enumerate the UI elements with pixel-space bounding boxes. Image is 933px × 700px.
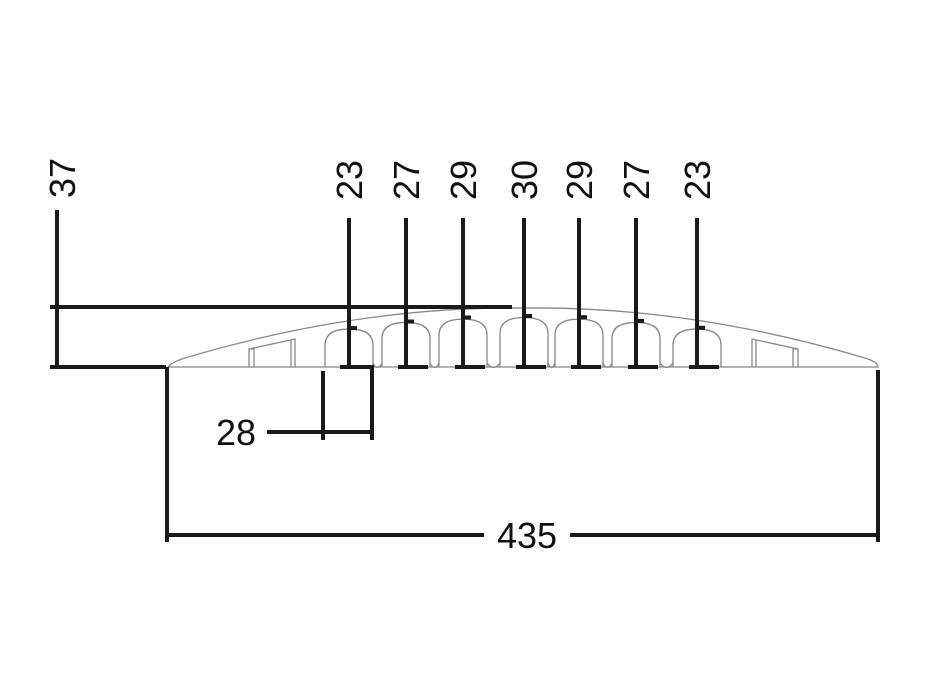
channel-height-dim: 29: [443, 160, 485, 369]
width-dimension: 435: [165, 367, 880, 556]
channel-height-dim: 23: [329, 160, 371, 369]
channel-height-label: 29: [559, 160, 600, 200]
channel-height-label: 23: [677, 160, 718, 200]
right-cavity: [751, 338, 799, 367]
channel-divider: [659, 362, 674, 369]
channel-height-dim: 27: [386, 160, 428, 369]
channel-height-label: 23: [329, 160, 370, 200]
channel-divider: [486, 362, 501, 369]
channel-height-label: 27: [386, 160, 427, 200]
channel-height-dim: 30: [504, 160, 546, 369]
channel-width-dimension: 28: [216, 365, 374, 453]
channel-height-dimensions: 23 27 29 30 29 27 23: [329, 160, 719, 369]
left-cavity: [248, 338, 296, 367]
channel-divider: [602, 362, 613, 369]
channel-height-label: 29: [443, 160, 484, 200]
channel-height-dim: 29: [559, 160, 601, 369]
channel-divider: [372, 362, 383, 369]
channel-divider: [429, 362, 440, 369]
channel-height-label: 27: [616, 160, 657, 200]
channel-width-label: 28: [216, 412, 256, 453]
channel-height-label: 30: [504, 160, 545, 200]
height-dimension: 37: [42, 158, 512, 369]
width-label: 435: [497, 515, 557, 556]
channel-height-dim: 23: [677, 160, 719, 369]
channel-height-dim: 27: [616, 160, 658, 369]
height-label: 37: [42, 158, 83, 198]
